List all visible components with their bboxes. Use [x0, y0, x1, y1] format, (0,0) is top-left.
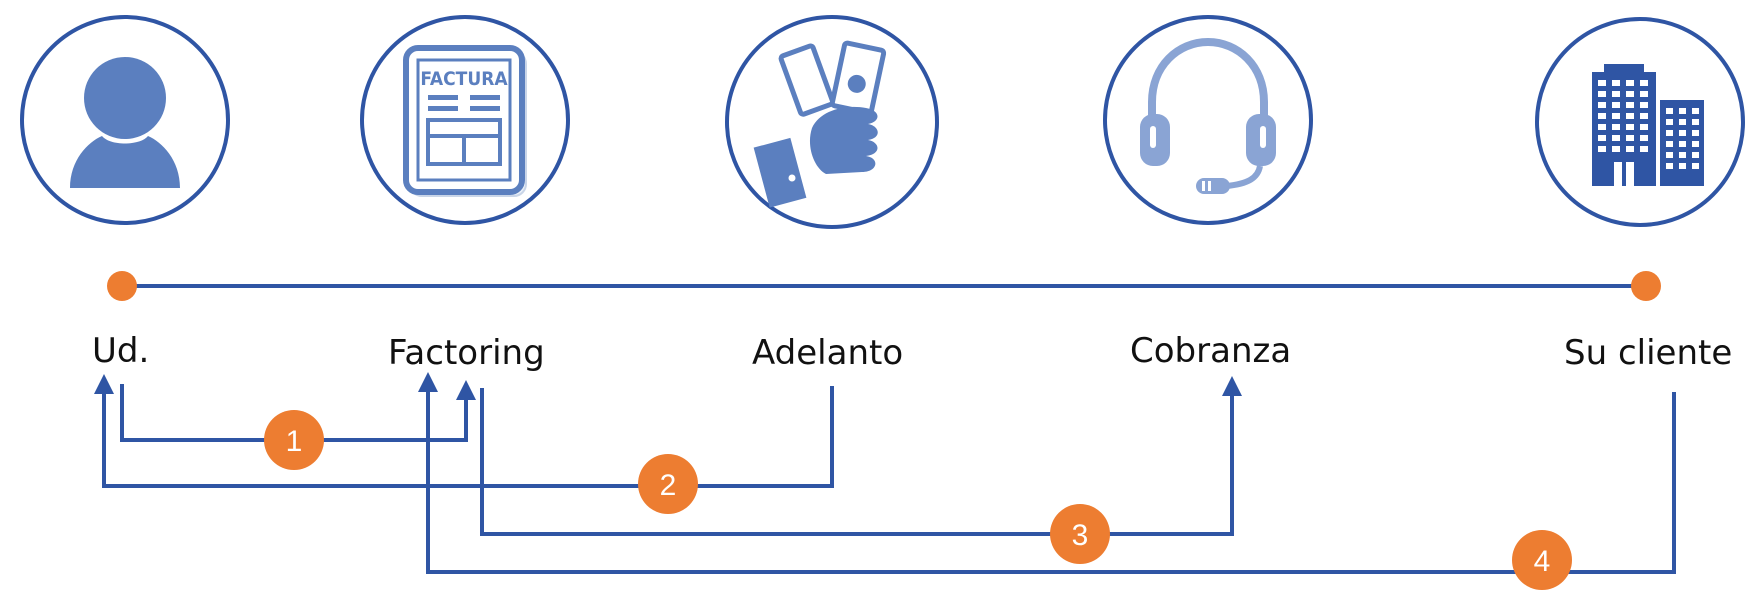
step-badge-2: 2 — [638, 454, 698, 514]
node-label-su-cliente: Su cliente — [1564, 333, 1732, 373]
building-window — [1626, 146, 1634, 152]
office-building-icon — [1592, 64, 1704, 186]
building-window — [1692, 119, 1699, 125]
node-label-adelanto: Adelanto — [752, 333, 903, 373]
building-window — [1612, 80, 1620, 86]
building-window — [1666, 152, 1673, 158]
building-window — [1598, 91, 1606, 97]
building-window — [1679, 152, 1686, 158]
building-window — [1692, 141, 1699, 147]
building-window — [1598, 124, 1606, 130]
building-window — [1598, 146, 1606, 152]
building-window — [1679, 163, 1686, 169]
building-window — [1612, 91, 1620, 97]
timeline — [107, 271, 1661, 301]
invoice-icon: FACTURA — [403, 45, 527, 197]
building-window — [1640, 124, 1648, 130]
building-window — [1679, 141, 1686, 147]
building-window — [1692, 108, 1699, 114]
building-window — [1679, 130, 1686, 136]
step-number-2: 2 — [660, 469, 677, 502]
building-window — [1666, 108, 1673, 114]
step-badge-1: 1 — [264, 410, 324, 470]
building-window — [1626, 113, 1634, 119]
building-window — [1692, 163, 1699, 169]
building-window — [1598, 113, 1606, 119]
building-window — [1626, 124, 1634, 130]
flow-connector-2 — [94, 374, 834, 488]
step-badge-4: 4 — [1512, 530, 1572, 590]
building-window — [1692, 152, 1699, 158]
building-window — [1598, 102, 1606, 108]
building-window — [1598, 135, 1606, 141]
building-window — [1666, 119, 1673, 125]
building-window — [1640, 113, 1648, 119]
building-window — [1640, 146, 1648, 152]
building-window — [1612, 135, 1620, 141]
building-window — [1612, 113, 1620, 119]
flow-connector-3 — [480, 376, 1242, 536]
building-window — [1692, 130, 1699, 136]
timeline-start-dot — [107, 271, 137, 301]
timeline-end-dot — [1631, 271, 1661, 301]
building-window — [1626, 102, 1634, 108]
step-number-1: 1 — [286, 425, 303, 458]
building-window — [1640, 102, 1648, 108]
building-window — [1666, 163, 1673, 169]
building-window — [1598, 80, 1606, 86]
building-window — [1666, 130, 1673, 136]
building-window — [1640, 80, 1648, 86]
invoice-badge-text: FACTURA — [420, 68, 508, 90]
headset-icon — [1140, 37, 1276, 194]
person-icon — [70, 57, 180, 188]
step-number-3: 3 — [1072, 519, 1089, 552]
building-window — [1666, 141, 1673, 147]
building-window — [1626, 91, 1634, 97]
building-window — [1640, 91, 1648, 97]
building-window — [1612, 124, 1620, 130]
building-window — [1612, 146, 1620, 152]
cash-in-hand-icon — [753, 40, 887, 208]
node-label-cobranza: Cobranza — [1130, 331, 1291, 371]
step-badge-3: 3 — [1050, 504, 1110, 564]
building-window — [1612, 102, 1620, 108]
building-window — [1626, 80, 1634, 86]
building-window — [1640, 135, 1648, 141]
building-window — [1626, 135, 1634, 141]
node-label-ud: Ud. — [92, 331, 149, 371]
building-window — [1679, 119, 1686, 125]
building-window — [1679, 108, 1686, 114]
flow-connector-4 — [418, 372, 1676, 574]
step-number-4: 4 — [1534, 545, 1551, 578]
node-label-factoring: Factoring — [388, 333, 545, 373]
